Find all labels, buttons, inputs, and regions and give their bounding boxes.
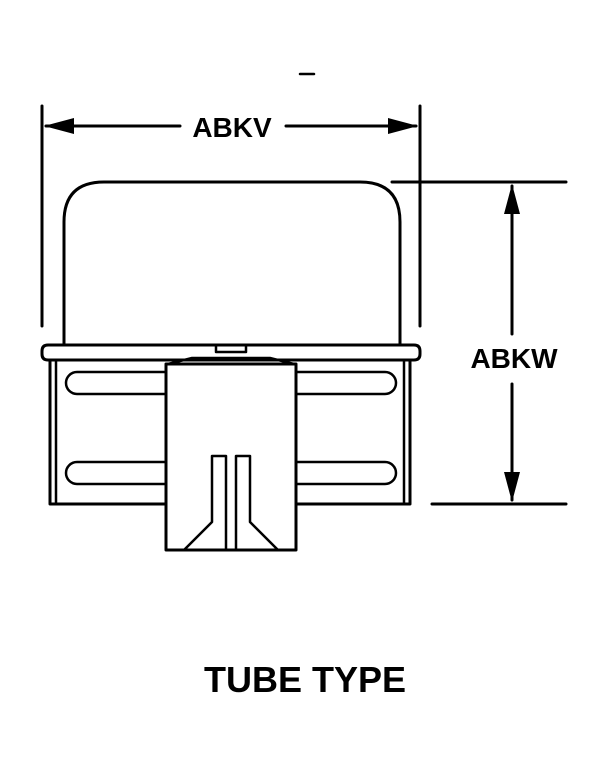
relay-cover: [62, 180, 402, 347]
width-arrowhead-right: [388, 118, 418, 134]
terminal-right: [234, 454, 280, 552]
width-dimension-label: ABKV: [192, 112, 272, 143]
terminal-block: [164, 362, 298, 552]
height-arrowhead-top: [504, 184, 520, 214]
terminal-left: [182, 454, 228, 552]
flange-center-notch: [214, 343, 248, 354]
height-dimension-label: ABKW: [470, 343, 558, 374]
width-dimension: ABKV: [40, 104, 422, 328]
height-arrowhead-bottom: [504, 472, 520, 502]
drawing-caption: TUBE TYPE: [204, 659, 406, 700]
inner-shoulder: [166, 356, 296, 366]
height-dimension: ABKW: [390, 180, 568, 506]
width-arrowhead-left: [44, 118, 74, 134]
relay-body: [40, 180, 422, 552]
